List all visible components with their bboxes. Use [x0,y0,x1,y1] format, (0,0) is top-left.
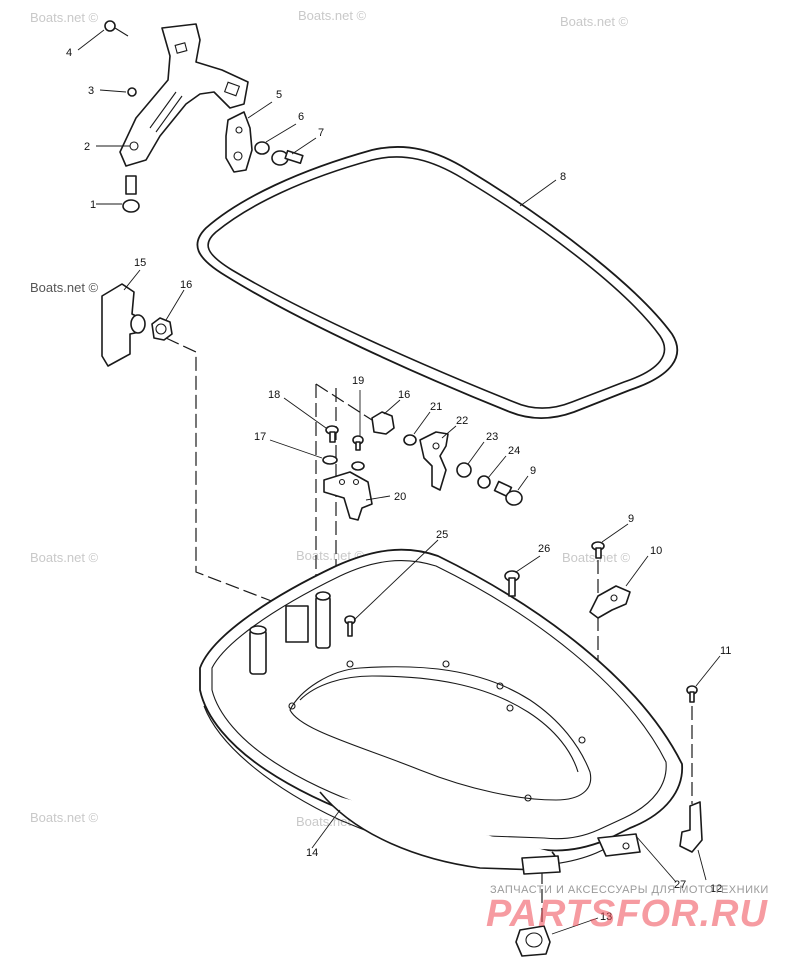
callout-7: 7 [318,127,324,139]
nut-part-24 [477,475,491,489]
upper-bracket-assembly [104,20,304,213]
brand-logo-text: PARTSFOR.RU [486,893,768,935]
bushing-part-16 [151,317,173,341]
callout-9-right: 9 [628,513,634,525]
cowl-seal-part-8 [196,146,678,419]
callout-18: 18 [268,389,280,401]
callout-22: 22 [456,415,468,427]
partsfor-watermark: ЗАПЧАСТИ И АКСЕССУАРЫ ДЛЯ МОТОТЕХНИКИ PA… [486,884,769,935]
callout-16-latch: 16 [398,389,410,401]
bracket-part-10 [589,585,631,619]
screw-part-7 [271,149,304,166]
callout-3: 3 [88,85,94,97]
callout-19: 19 [352,375,364,387]
watermark: Boats.net © [30,810,99,825]
callout-16: 16 [180,279,192,291]
callout-12: 12 [710,883,722,895]
callout-26: 26 [538,543,550,555]
callout-2: 2 [84,141,90,153]
bolt-part-19 [352,435,364,451]
screw-part-11 [686,685,698,703]
callout-11: 11 [720,645,731,657]
bushing-part-16-latch [371,411,395,435]
callout-9: 9 [530,465,536,477]
washer-part-21 [403,434,417,446]
callout-14: 14 [306,847,318,859]
watermark: Boats.net © [30,10,99,25]
watermark: Boats.net © [30,550,99,565]
callout-labels: 1 2 3 4 5 6 7 8 9 9 10 11 12 13 14 15 16… [66,47,731,923]
callout-17: 17 [254,431,266,443]
callout-21: 21 [430,401,442,413]
cowl-fasteners [344,541,703,957]
washer-part-17 [322,455,338,465]
brand-caption: ЗАПЧАСТИ И АКСЕССУАРЫ ДЛЯ МОТОТЕХНИКИ [490,884,769,896]
bottom-cowl-part-14 [199,548,683,875]
callout-5: 5 [276,89,282,101]
callout-13: 13 [600,911,612,923]
watermark: Boats.net © [560,14,629,29]
bolt-part-4 [104,20,129,37]
mount-bracket-part-2 [119,23,249,167]
callout-4: 4 [66,47,72,59]
nut-part-3 [127,87,137,97]
bolt-part-18 [325,425,339,443]
washer-part-6 [254,141,270,155]
screw-part-26 [504,570,520,597]
bracket-part-12 [679,801,703,853]
screw-part-25 [344,615,356,637]
callout-20: 20 [394,491,406,503]
watermark: Boats.net © [30,280,99,295]
callout-8: 8 [560,171,566,183]
latch-hook-part-22 [419,431,449,491]
grommet-part-13 [515,925,551,957]
callout-15: 15 [134,257,146,269]
callout-1: 1 [90,199,96,211]
leader-lines [77,29,721,935]
callout-6: 6 [298,111,304,123]
latch-bracket-part-20 [323,471,373,521]
callout-10: 10 [650,545,662,557]
washer-part-23 [456,462,472,478]
callout-27: 27 [674,879,686,891]
left-hinge-assembly [101,283,173,367]
callout-25: 25 [436,529,448,541]
screw-part-9-right [591,541,605,559]
clip-part-5 [225,111,253,173]
latch-assembly [322,411,523,521]
callout-23: 23 [486,431,498,443]
bolt-part-1 [122,175,140,213]
watermark: Boats.net © [296,548,365,563]
callout-24: 24 [508,445,520,457]
bolt-part-9 [493,480,523,506]
watermark: Boats.net © [298,8,367,23]
